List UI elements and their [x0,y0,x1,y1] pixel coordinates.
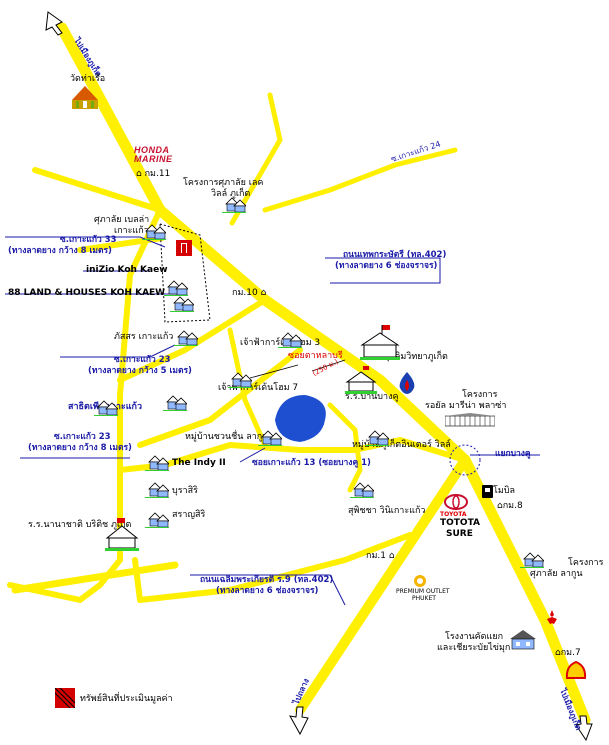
road-south-west [11,561,179,594]
leader-distance [311,359,346,372]
chuan-chuen-label: หมู่บ้านชวนชื่น ลากูน [185,432,269,442]
leader-soi-23a [60,344,176,358]
royal-marina-label: โครงการรอยัล มารีน่า พลาซ่า [425,390,507,411]
village-house-icon [142,224,166,240]
km7-marker: ⌂กม.7 [555,648,581,658]
british-school-label: ร.ร.นานาชาติ บริติช ภูเก็ต [28,520,132,530]
village-house-icon [145,455,169,471]
legend-swatch [55,688,75,708]
supalai-lagoon-label: โครงการศุภาลัย ลากูน [530,558,604,579]
leader-chaloem [190,574,346,606]
highway-402-south [459,454,591,726]
village-house-icon [145,482,169,498]
chaloem-label: ถนนเฉลิมพระเกียรติ ร.9 (ทล.402)(ทางลาดยา… [200,575,334,596]
premium-outlet-icon [414,575,426,587]
soi-koh-kaew-23 [7,207,163,603]
ptt-logo-icon [399,372,415,394]
junction-circle [449,444,481,476]
leader-chaofa-7 [249,364,299,379]
soi-13-label: ซอยเกาะแก้ว 13 (ซอยบางคู 1) [252,458,371,468]
chaofa-3-label: เจ้าฟ้าการ์เด้นโฮม 3 [240,338,321,348]
toyota-logo-icon [444,494,468,510]
land-houses-label: 88 LAND & HOUSES KOH KAEW [8,288,166,298]
village-house-icon [170,296,194,312]
leader-soi-13 [239,447,266,463]
temple-icon [72,86,98,109]
muslim-school-label: ร.ร.มุสลิมวิทยาภูเก็ต [368,352,448,362]
km1-marker: กม.1 ⌂ [366,551,395,561]
village-house-icon [228,372,252,388]
village-house-icon [258,430,282,446]
thepkrasattri-label: ถนนเทพกระษัตรี (ทล.402)(ทางลาดยาง 6 ช่อง… [335,250,447,271]
bang-khu-school-label: ร.ร.บ้านบางคู [345,392,399,402]
property-marker-icon [176,240,192,256]
road-lake-east [327,402,363,493]
chaofa-7-label: เจ้าฟ้าการ์เด้นโฮม 7 [218,383,299,393]
phuket-interest-label: หมู่บ้านภูเก็ตอินเตอร์ วิลล์ [352,440,451,450]
burasiri-label: บุราสิริ [172,486,198,496]
factory-building-icon [510,630,536,650]
saransiri-label: สราญสิริ [172,510,206,520]
lake [275,395,326,442]
village-house-icon [94,400,118,416]
village-house-icon [350,482,374,498]
km8-marker: ⌂กม.8 [497,501,523,511]
village-house-icon [145,512,169,528]
village-house-icon [365,430,389,446]
soi-24 [262,147,458,213]
soi-tha-lang-label: ซอยตาหลาบรี [288,351,343,361]
wat-tha-rua-label: วัดท่าเรือ [70,74,106,84]
indy-label: The Indy II [172,458,226,468]
supalai-lake-label: โครงการศุภาลัย เลควิลล์ ภูเก็ต [183,178,264,199]
bang-khu-junction-label: แยกบางคู [495,449,531,459]
toyota-wordmark: TOYOTA [440,511,467,518]
gas-station-icon [482,485,493,498]
village-house-icon [164,280,188,296]
mobil-label: โมบิล [493,486,515,496]
bang-khu-school-icon [345,366,377,394]
soi-23-link [117,297,268,383]
road-west-branch [32,167,163,213]
road-north-1 [229,92,283,226]
supalai-bella-label: ศุภาลัย เบลล่าเกาะแก้ว [94,215,150,236]
mitsubishi-logo-icon [547,610,557,624]
leader-soi-33 [5,236,166,248]
inizio-label: iniZio Koh Kaew [86,265,168,275]
chaloem-road [295,455,470,715]
village-house-icon [520,552,544,568]
arrow-bottom-left [289,706,309,736]
factory-label: โรงงานคัดแยกและเชียระบัยไข่มุก [437,632,511,653]
arrow-top [45,11,63,36]
village-house-icon [174,330,198,346]
road-south [132,532,413,603]
supicha-label: สุพิชชา วินิเกาะแก้ว [348,506,426,516]
village-house-icon [163,395,187,411]
project-boundary [159,223,211,323]
leader-thepkrasattri [325,257,441,284]
phatsara-label: ภัสสร เกาะแก้ว [114,332,174,342]
royal-marina-building-icon [445,413,495,427]
muslim-school-icon [360,325,400,360]
village-house-icon [278,332,302,348]
soi-33-label: ซ.เกาะแก้ว 33(ทางลาดยาง กว้าง 8 เมตร) [8,235,117,256]
km10-marker: กม.10 ⌂ [232,288,267,298]
arrow-bottom-right [575,715,593,742]
legend-label: ทรัพย์สินที่ประเมินมูลค่า [80,694,173,704]
village-house-icon [222,197,246,213]
km11-marker: ⌂ กม.11 [136,169,171,179]
road-inner [227,327,268,448]
soi-23b-label: ซ.เกาะแก้ว 23(ทางลาดยาง กว้าง 8 เมตร) [28,432,132,453]
shell-logo-icon [565,660,587,679]
british-school-icon [105,518,139,551]
soi-23-link-2 [137,347,303,448]
soi-23a-label: ซ.เกาะแก้ว 23(ทางลาดยาง กว้าง 5 เมตร) [88,355,192,376]
